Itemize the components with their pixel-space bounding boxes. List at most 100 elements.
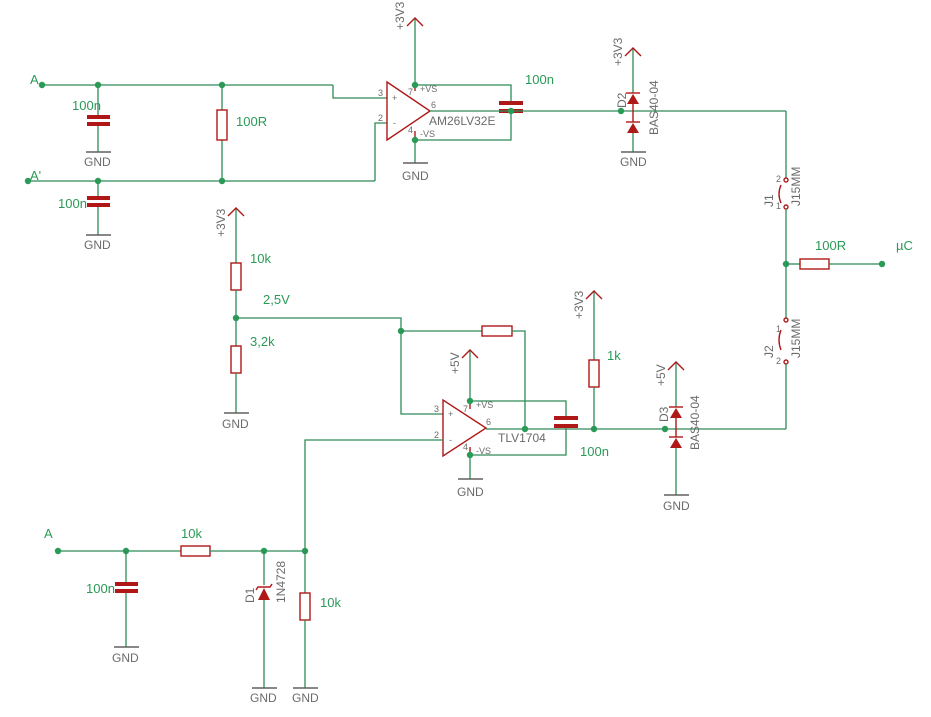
opamp1-pin-2: 2 [378,113,383,123]
c-out1-value: 100n [525,72,554,87]
opamp1-pin-7: 7 [408,87,413,97]
j1-pin-2: 2 [776,174,781,184]
gnd-label: GND [402,169,429,183]
j2-name: J2 [762,345,776,358]
j1-name: J1 [762,194,776,207]
d2-part: BAS40-04 [647,80,661,135]
gnd-label: GND [620,155,647,169]
uc-terminal [878,260,886,268]
supply-label-5v: +5V [448,352,462,374]
opamp2-vneg: -VS [476,446,491,456]
r-series-value: 10k [181,526,202,541]
net-label-a-top: A [30,72,39,87]
junction [521,425,529,433]
junction [411,81,419,89]
net-a-top-terminal [38,81,46,89]
resistor-r-term [216,109,228,141]
junction [218,81,226,89]
opamp2-pin-2: 2 [434,430,439,440]
junction [94,177,102,185]
r-out-value: 100R [815,238,846,253]
resistor-r-div-top [230,262,242,291]
junction [411,136,419,144]
capacitor-c-bot [115,582,138,593]
opamp1-vneg: -VS [420,129,435,139]
c-top2-value: 100n [58,196,87,211]
r-div-top-value: 10k [250,251,271,266]
opamp1-name: AM26LV32E [429,114,496,128]
junction [218,177,226,185]
jumper-j1: 2 1 [776,174,789,211]
opamp2-pin-4: 4 [463,442,468,452]
j2-part: J15MM [789,319,803,358]
gnd-label: GND [222,417,249,431]
j1-pin-1: 1 [776,201,781,211]
opamp-tlv1704: + - 3 2 6 7 4 +VS -VS [434,398,493,458]
opamp2-pin-7: 7 [463,404,468,414]
opamp1-pin-6: 6 [431,100,436,110]
c-bot-value: 100n [86,581,115,596]
j2-pin-1: 1 [776,324,781,334]
opamp1-vpos: +VS [420,84,437,94]
opamp1-pin-4: 4 [408,125,413,135]
j1-part: J15MM [789,167,803,206]
zener-diode-d1 [255,583,273,600]
gnd-label: GND [84,155,111,169]
d1-name: D1 [243,587,257,603]
supply-label-5v: +5V [654,364,668,386]
junction [507,107,515,115]
supply-label-3v3: +3V3 [214,208,228,237]
opamp2-minus: - [449,435,452,445]
resistor-r-out [799,258,830,270]
opamp2-pin-6: 6 [486,417,491,427]
net-a-bottom-terminal [54,547,62,555]
d3-name: D3 [657,406,671,422]
gnd-label: GND [663,499,690,513]
opamp1-minus: - [393,118,396,128]
comparator-section: +3V3 10k 3,2k GND 2,5V + - 3 2 6 7 4 + [214,207,786,513]
gnd-label: GND [84,238,111,252]
junction [661,425,669,433]
r-pull-value: 1k [607,348,621,363]
junction [94,81,102,89]
diode-d3 [669,406,683,448]
opamp2-pin-3: 3 [434,404,439,414]
capacitor-c-top2 [87,196,110,207]
opamp2-vpos: +VS [476,400,493,410]
opamp2-name: TLV1704 [498,431,546,445]
d2-name: D2 [615,92,629,108]
opamp1-pin-3: 3 [378,88,383,98]
gnd-label: GND [112,651,139,665]
capacitor-c-out2 [554,416,578,428]
opamp2-plus: + [448,409,453,419]
c-top1-value: 100n [72,98,101,113]
net-label-a-prime: A' [30,168,41,183]
r-div-bot-value: 3,2k [250,334,275,349]
r-term-value: 100R [236,114,267,129]
supply-label-3v3: +3V3 [611,37,625,66]
r-shunt-value: 10k [320,595,341,610]
opamp-am26lv32e: + - 3 2 6 7 4 +VS -VS [378,80,437,142]
jumper-j2: 1 2 [776,317,789,366]
diode-d2 [626,92,640,133]
net-label-2v5: 2,5V [263,292,290,307]
capacitor-c-top1 [87,115,110,126]
d1-part: 1N4728 [274,561,288,603]
opamp1-plus: + [392,93,397,103]
resistor-r-pull [588,359,600,388]
resistor-r-feedback [481,325,513,337]
j2-pin-2: 2 [776,356,781,366]
resistor-r-shunt [299,592,311,621]
c-out2-value: 100n [580,444,609,459]
net-a-prime-terminal [24,177,32,185]
resistor-r-div-bot [230,345,242,374]
junction [466,397,474,405]
top-input-section: A A' 100n GND 100n GND 100R + [24,1,786,252]
resistor-r-series [180,545,211,557]
supply-label-3v3: +3V3 [572,290,586,319]
junction [466,451,474,459]
net-label-a-bottom: A [44,526,53,541]
supply-label-3v3: +3V3 [393,1,407,30]
gnd-label: GND [250,691,277,705]
